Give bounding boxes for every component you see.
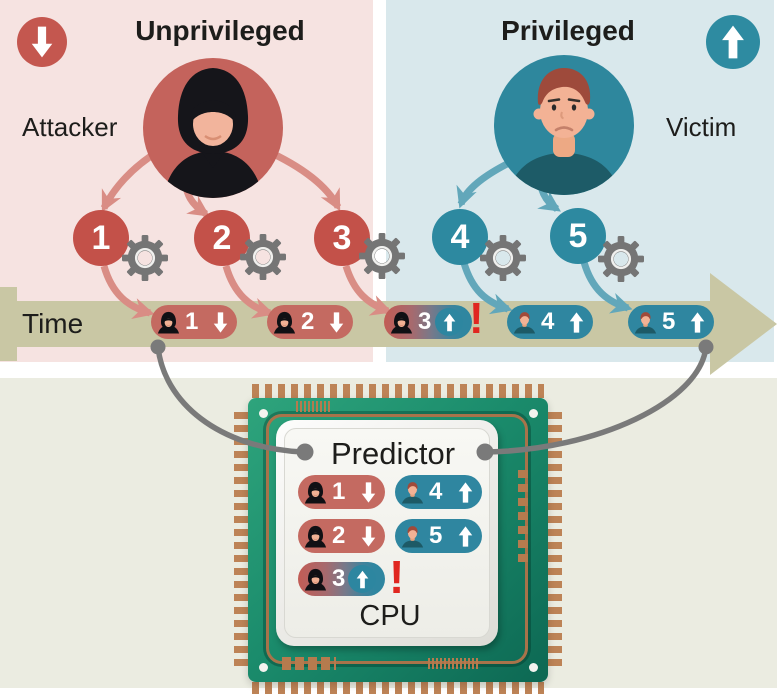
victim-avatar [494, 55, 634, 195]
step-circle-1: 1 [73, 210, 129, 266]
privileged-title: Privileged [501, 15, 635, 46]
step-circle-5: 5 [550, 208, 606, 264]
cpu-pins-right [548, 412, 562, 668]
gear-icon [122, 235, 168, 281]
unprivileged-down-arrow-badge [17, 17, 67, 67]
attacker-mini-icon [304, 525, 327, 548]
cpu-pins-bottom [252, 682, 544, 694]
pcb-corner-hole [259, 663, 268, 672]
down-arrow-icon [361, 482, 376, 503]
up-arrow-icon [458, 526, 473, 547]
down-arrow-icon [329, 312, 344, 333]
pcb-deco-pads [282, 657, 336, 670]
gear-icon [598, 236, 644, 282]
attacker-mini-icon [390, 311, 413, 334]
step-circle-4: 4 [432, 209, 488, 265]
predictor-entry-3-poisoned: 3 [298, 562, 385, 596]
timeline-band [0, 301, 712, 347]
up-arrow-icon [569, 312, 584, 333]
predictor-entry-1: 1 [298, 475, 385, 509]
pcb-corner-hole [259, 409, 268, 418]
cpu-label: CPU [359, 600, 421, 632]
predictor-entry-4: 4 [395, 475, 482, 509]
step-number: 5 [568, 216, 588, 255]
entry-number: 3 [332, 565, 346, 592]
up-arrow-circle [435, 308, 463, 336]
up-arrow-icon [443, 313, 456, 332]
timeline-event-3-mispredicted: 3 [384, 305, 472, 339]
pcb-corner-hole [529, 663, 538, 672]
step-number: 2 [212, 218, 232, 257]
victim-label: Victim [666, 112, 737, 142]
predictor-alert-exclamation: ! [389, 551, 405, 603]
step-number: 1 [91, 218, 111, 257]
entry-number: 2 [332, 522, 346, 549]
up-arrow-icon [356, 570, 369, 589]
time-label: Time [22, 308, 84, 339]
up-arrow-circle [348, 565, 376, 593]
entry-number: 4 [429, 478, 443, 505]
step-number: 3 [332, 218, 352, 257]
pcb-deco-dots [428, 658, 480, 669]
event-number: 2 [301, 308, 315, 335]
timeline-alert-exclamation: ! [469, 294, 484, 343]
entry-number: 5 [429, 522, 443, 549]
down-arrow-icon [361, 526, 376, 547]
pcb-deco-dots [296, 401, 332, 412]
attacker-label: Attacker [22, 112, 118, 142]
victim-mini-icon [513, 311, 536, 334]
timeline-event-5: 5 [628, 305, 714, 339]
step-number: 4 [450, 217, 470, 256]
timeline-event-2: 2 [267, 305, 353, 339]
entry-number: 1 [332, 478, 346, 505]
event-number: 1 [185, 308, 199, 335]
attacker-mini-icon [304, 568, 327, 591]
timeline-event-1: 1 [151, 305, 237, 339]
cpu-pins-top [252, 384, 544, 398]
up-arrow-icon [690, 312, 705, 333]
down-arrow-icon [30, 26, 54, 58]
gear-icon [359, 233, 405, 279]
attacker-mini-icon [157, 311, 180, 334]
timeline-arrowhead [710, 273, 777, 375]
gear-icon [240, 234, 286, 280]
cpu-pins-left [234, 412, 248, 668]
hooded-attacker-icon [163, 68, 263, 198]
timeline-event-4: 4 [507, 305, 593, 339]
victim-mini-icon [401, 525, 424, 548]
gear-icon [480, 235, 526, 281]
event-number: 3 [418, 308, 432, 335]
up-arrow-icon [458, 482, 473, 503]
down-arrow-icon [213, 312, 228, 333]
attacker-mini-icon [273, 311, 296, 334]
pcb-corner-hole [529, 409, 538, 418]
up-arrow-icon [720, 25, 746, 59]
event-number: 4 [541, 308, 555, 335]
unprivileged-title: Unprivileged [135, 15, 305, 46]
predictor-entry-5: 5 [395, 519, 482, 553]
predictor-entry-2: 2 [298, 519, 385, 553]
event-number: 5 [662, 308, 676, 335]
victim-mini-icon [634, 311, 657, 334]
attacker-mini-icon [304, 481, 327, 504]
privileged-up-arrow-badge [706, 15, 760, 69]
pcb-deco-pads [518, 470, 528, 562]
victim-mini-icon [401, 481, 424, 504]
predictor-title: Predictor [330, 436, 456, 471]
worried-man-icon [508, 68, 620, 195]
attacker-avatar [143, 58, 283, 198]
